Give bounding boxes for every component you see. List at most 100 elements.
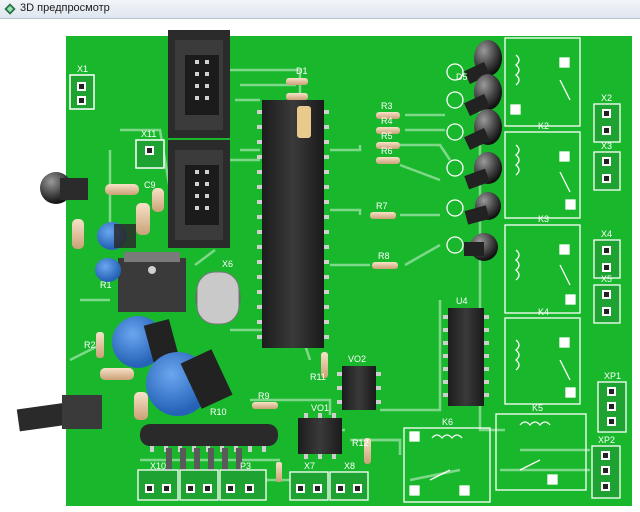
label-d1: D1 bbox=[296, 66, 308, 76]
relay-k6: K6 bbox=[403, 417, 491, 503]
connector-x10: X10 bbox=[137, 461, 179, 501]
crystal-x6: X6 bbox=[195, 259, 241, 325]
label-k6: K6 bbox=[442, 417, 453, 427]
led-1 bbox=[446, 40, 502, 84]
label-k3: K3 bbox=[538, 214, 549, 224]
relay-k1: K1 bbox=[504, 27, 581, 127]
ic-u4: U4 bbox=[443, 296, 489, 406]
label-c9: C9 bbox=[144, 180, 156, 190]
label-vo2: VO2 bbox=[348, 354, 366, 364]
resistor-tan-4 bbox=[100, 368, 134, 380]
3d-preview-viewport[interactable]: X1 X11 D1 bbox=[0, 19, 640, 512]
connector-x2: X2 bbox=[593, 93, 621, 143]
connector-xp1: XP1 bbox=[597, 371, 627, 433]
resistor-r4: R4 bbox=[376, 116, 400, 134]
capacitor-small-1 bbox=[97, 222, 136, 250]
label-x10: X10 bbox=[150, 461, 166, 471]
label-k4: K4 bbox=[538, 307, 549, 317]
connector-x3: X3 bbox=[593, 141, 621, 191]
connector-x5: X5 bbox=[593, 274, 621, 324]
label-p3: P3 bbox=[240, 461, 251, 471]
label-x11: X11 bbox=[141, 129, 156, 139]
label-r5: R5 bbox=[381, 131, 393, 141]
label-k1: K1 bbox=[538, 27, 549, 37]
label-x8: X8 bbox=[344, 461, 355, 471]
connector-xp2: XP2 bbox=[591, 435, 621, 499]
connector-x4: X4 bbox=[593, 229, 621, 279]
3d-preview-icon bbox=[4, 3, 16, 15]
header-connector-bottom bbox=[168, 140, 230, 248]
led-4 bbox=[446, 152, 502, 190]
optocoupler-vo1: VO1 bbox=[298, 403, 342, 459]
resistor-r2: R2 bbox=[84, 332, 104, 358]
led-array: D5 bbox=[446, 40, 502, 261]
diode-d1: D1 bbox=[286, 66, 308, 100]
main-microcontroller bbox=[257, 100, 329, 348]
label-r3: R3 bbox=[381, 101, 393, 111]
relay-k3: K3 bbox=[504, 214, 581, 314]
label-vo1: VO1 bbox=[311, 403, 329, 413]
label-r11: R11 bbox=[310, 372, 326, 382]
label-x4: X4 bbox=[601, 229, 612, 239]
led-6 bbox=[446, 233, 498, 261]
window-titlebar: 3D предпросмотр bbox=[0, 0, 640, 19]
resistor-r11: R11 bbox=[310, 352, 328, 382]
resistor-r6: R6 bbox=[376, 146, 400, 164]
connector-p3: P3 bbox=[219, 461, 267, 501]
label-x7: X7 bbox=[304, 461, 315, 471]
label-r7: R7 bbox=[376, 201, 388, 211]
relay-k5: K5 bbox=[495, 403, 587, 491]
relay-k4: K4 bbox=[504, 307, 581, 405]
label-x2: X2 bbox=[601, 93, 612, 103]
power-transistor bbox=[16, 395, 102, 432]
connector-x11: X11 bbox=[135, 129, 165, 169]
capacitor-c9: C9 bbox=[105, 180, 156, 195]
label-k5: K5 bbox=[532, 403, 543, 413]
resistor-r7: R7 bbox=[370, 201, 396, 219]
connector-p-mid bbox=[179, 469, 219, 501]
led-3 bbox=[446, 109, 502, 150]
resistor-r12: R12 bbox=[352, 438, 371, 464]
label-xp1: XP1 bbox=[604, 371, 621, 381]
voltage-regulator: R1 bbox=[100, 252, 186, 312]
resistor-tan-2 bbox=[136, 203, 150, 235]
label-x1: X1 bbox=[77, 64, 88, 74]
resistor-r9: R9 bbox=[252, 391, 278, 409]
capacitor-small-2 bbox=[95, 258, 121, 282]
label-r8: R8 bbox=[378, 251, 390, 261]
label-r6: R6 bbox=[381, 146, 393, 156]
label-u4: U4 bbox=[456, 296, 468, 306]
connector-x8: X8 bbox=[329, 461, 369, 501]
resistor-r8: R8 bbox=[372, 251, 398, 269]
label-x6: X6 bbox=[222, 259, 233, 269]
label-r10: R10 bbox=[210, 407, 227, 417]
window-title: 3D предпросмотр bbox=[20, 2, 110, 14]
relay-k2: K2 bbox=[504, 121, 581, 219]
label-r4: R4 bbox=[381, 116, 393, 126]
pcb-3d-render[interactable]: X1 X11 D1 bbox=[0, 19, 640, 512]
resistor-tan-1 bbox=[72, 219, 84, 249]
led-2 bbox=[446, 74, 502, 116]
led-5 bbox=[446, 192, 501, 225]
label-r12: R12 bbox=[352, 438, 369, 448]
resistor-r5: R5 bbox=[376, 131, 400, 149]
resistor-row-bottom bbox=[166, 448, 282, 482]
capacitor-large-1 bbox=[112, 316, 179, 368]
resistor-tan-3 bbox=[152, 188, 164, 212]
resistor-r3: R3 bbox=[376, 101, 400, 119]
connector-x1: X1 bbox=[69, 64, 95, 110]
label-d5: D5 bbox=[456, 72, 468, 82]
label-r2: R2 bbox=[84, 340, 96, 350]
capacitor-large-2 bbox=[146, 349, 233, 416]
resistor-tan-5 bbox=[134, 392, 148, 420]
label-x3: X3 bbox=[601, 141, 612, 151]
header-connector-top bbox=[168, 30, 230, 138]
label-r1: R1 bbox=[100, 280, 112, 290]
label-x5: X5 bbox=[601, 274, 612, 284]
label-k2: K2 bbox=[538, 121, 549, 131]
electrolytic-horizontal bbox=[40, 172, 88, 204]
connector-x7: X7 bbox=[289, 461, 329, 501]
label-r9: R9 bbox=[258, 391, 270, 401]
optocoupler-vo2: VO2 bbox=[337, 354, 381, 410]
label-xp2: XP2 bbox=[598, 435, 615, 445]
